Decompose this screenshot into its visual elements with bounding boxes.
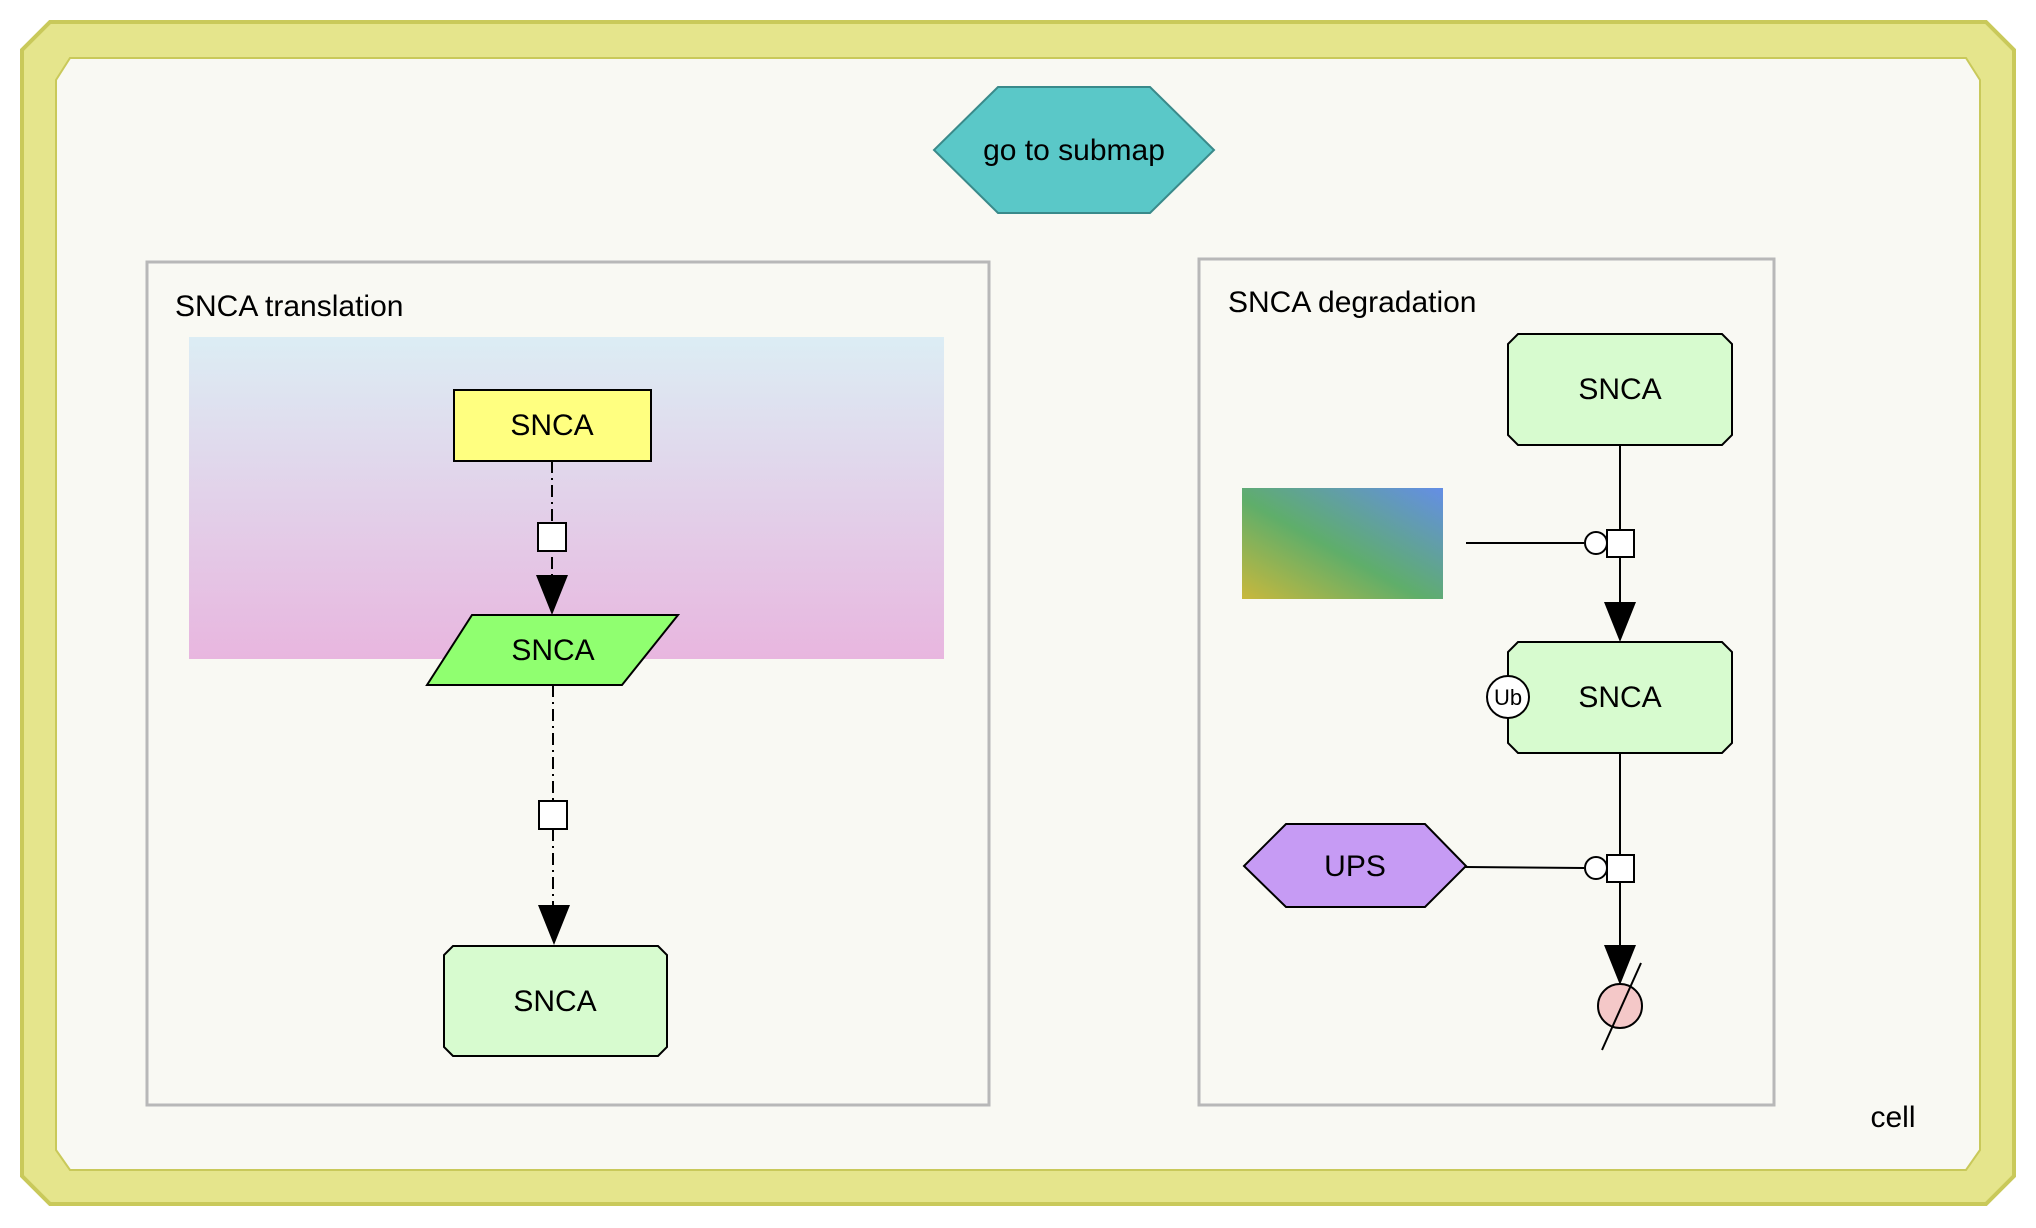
translation-background-image — [189, 337, 944, 659]
submap-label[interactable]: go to submap — [983, 134, 1165, 167]
degraded-slash — [1601, 962, 1642, 1051]
snca-protein-node[interactable]: SNCA — [443, 945, 668, 1057]
degradation-process-node[interactable] — [1606, 854, 1635, 883]
ubiquitin-residue-label: Ub — [1494, 685, 1522, 710]
snca-protein-label[interactable]: SNCA — [513, 985, 596, 1018]
snca-gene-label[interactable]: SNCA — [510, 409, 593, 442]
degraded-node[interactable] — [1597, 962, 1643, 1051]
ups-catalysis-edge — [1464, 866, 1585, 869]
catalysis-marker — [1584, 531, 1608, 555]
ubiquitin-residue-marker — [1486, 675, 1530, 719]
translation-arrowhead — [538, 905, 570, 945]
catalyst-image-node[interactable] — [1242, 488, 1443, 599]
ups-node[interactable]: UPS — [1242, 823, 1468, 908]
snca-rna-shape[interactable] — [425, 614, 681, 686]
go-to-submap-button[interactable]: go to submap — [932, 86, 1216, 214]
transcription-arrowhead — [536, 575, 568, 615]
ubiquitination-arrowhead — [1604, 602, 1636, 642]
snca-protein-shape[interactable] — [443, 945, 668, 1057]
group-snca-degradation: SNCA degradation SNCA SNCA Ub — [1197, 257, 1776, 1107]
translation-group-title: SNCA translation — [175, 290, 403, 323]
snca-rna-node[interactable]: SNCA — [425, 614, 681, 686]
snca-degradation-protein-node[interactable]: SNCA — [1507, 333, 1733, 446]
ubiquitination-process-node[interactable] — [1606, 529, 1635, 558]
snca-ubiquitinated-label[interactable]: SNCA — [1578, 681, 1661, 714]
snca-gene-node[interactable]: SNCA — [453, 389, 652, 462]
submap-hexagon[interactable] — [932, 86, 1216, 214]
degraded-circle[interactable] — [1597, 983, 1643, 1029]
snca-ubiquitinated-node[interactable]: SNCA Ub — [1486, 641, 1733, 754]
translation-process-node[interactable] — [538, 800, 568, 830]
snca-degradation-protein-label[interactable]: SNCA — [1578, 373, 1661, 406]
snca-degradation-protein-shape[interactable] — [1507, 333, 1733, 446]
degradation-arrowhead — [1604, 945, 1636, 985]
ups-catalysis-marker — [1584, 856, 1608, 880]
group-snca-translation: SNCA translation SNCA SNCA SNCA — [145, 260, 991, 1107]
snca-gene-shape[interactable] — [453, 389, 652, 462]
transcription-process-node[interactable] — [537, 522, 567, 552]
ups-shape[interactable] — [1242, 823, 1468, 908]
ups-label[interactable]: UPS — [1324, 850, 1386, 883]
snca-rna-label[interactable]: SNCA — [511, 634, 594, 667]
degradation-group-title: SNCA degradation — [1228, 286, 1477, 319]
cell-label: cell — [1870, 1101, 1915, 1134]
